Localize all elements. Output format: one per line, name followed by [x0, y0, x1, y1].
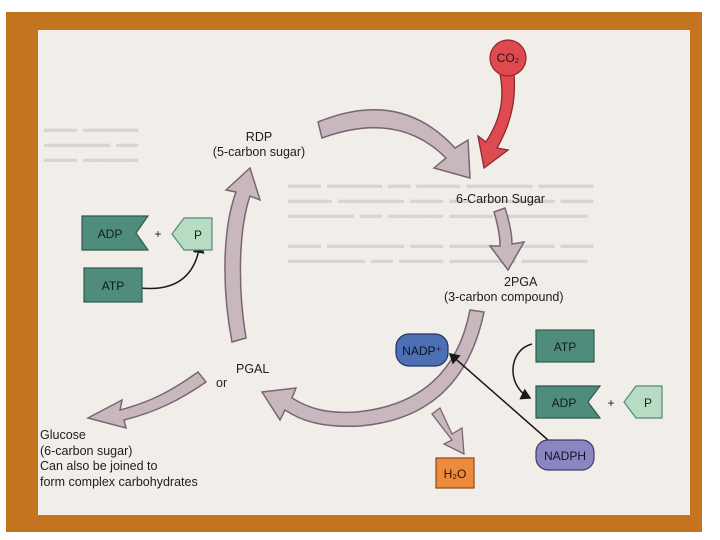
glucose-title: Glucose	[40, 428, 86, 442]
plus-left: +	[154, 227, 161, 241]
pga-subtitle: (3-carbon compound)	[444, 290, 564, 304]
glucose-note-line1: Can also be joined to	[40, 459, 158, 473]
adp-right-shape: ADP	[535, 385, 602, 419]
atp-to-adp-line-left	[139, 242, 205, 290]
cycle-arrow-top	[317, 109, 471, 180]
pga-label: 2PGA (3-carbon compound)	[444, 275, 564, 305]
cycle-arrow-bottom	[260, 309, 485, 428]
plus-right: +	[607, 396, 614, 410]
pgal-label: PGAL	[236, 362, 270, 376]
rdp-label: RDP (5-carbon sugar)	[204, 130, 314, 160]
co2-molecule: CO₂	[489, 39, 527, 77]
pga-title: 2PGA	[504, 275, 538, 289]
nadp-plus-shape: NADP⁺	[395, 333, 449, 367]
rdp-subtitle: (5-carbon sugar)	[212, 145, 306, 159]
cycle-arrow-left	[224, 166, 262, 343]
atp-left-shape: ATP	[83, 267, 143, 303]
co2-label: CO₂	[497, 51, 520, 65]
atp-right-label: ATP	[554, 340, 576, 354]
atp-right-shape: ATP	[535, 329, 595, 363]
atp-left-label: ATP	[102, 279, 124, 293]
six-carbon-sugar-label: 6-Carbon Sugar	[456, 192, 545, 206]
glucose-subtitle: (6-carbon sugar)	[40, 443, 133, 458]
adp-right-label: ADP	[552, 396, 577, 410]
glucose-label: Glucose (6-carbon sugar) Can also be joi…	[40, 428, 198, 490]
glucose-note-line2: form complex carbohydrates	[40, 474, 198, 489]
or-label: or	[216, 376, 228, 390]
nadph-label: NADPH	[544, 449, 586, 463]
rdp-title: RDP	[245, 130, 273, 144]
h2o-arrow	[431, 406, 465, 456]
atp-to-adp-line-right	[512, 343, 533, 400]
glucose-arrow	[85, 370, 208, 430]
h2o-shape: H₂O	[435, 457, 475, 489]
phosphate-right-shape: P	[623, 385, 663, 419]
phosphate-right-label: P	[644, 396, 652, 410]
cycle-arrow-right-upper	[488, 207, 526, 272]
h2o-label: H₂O	[444, 467, 467, 481]
phosphate-left-label: P	[194, 228, 202, 242]
phosphate-left-shape: P	[171, 217, 213, 251]
nadp-plus-label: NADP⁺	[402, 344, 442, 358]
co2-arrow	[477, 73, 516, 170]
nadph-to-nadp-line	[448, 353, 549, 441]
nadph-shape: NADPH	[535, 439, 595, 471]
adp-left-shape: ADP	[81, 215, 150, 251]
adp-left-label: ADP	[98, 227, 123, 241]
